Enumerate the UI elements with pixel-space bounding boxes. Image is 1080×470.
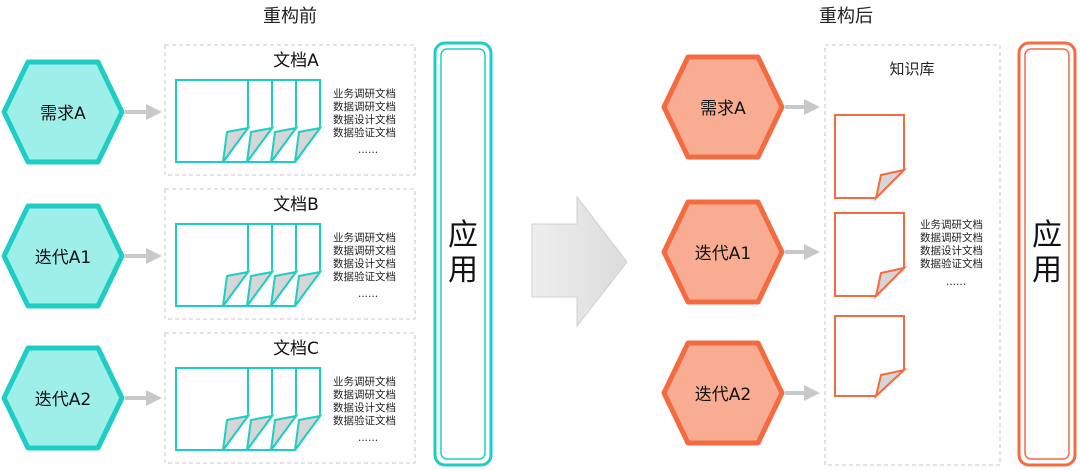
document-list-item: ...... (946, 276, 966, 288)
gray-arrow (785, 385, 820, 401)
requirement-hexagon (1, 203, 125, 309)
application-label: 用 (1032, 253, 1062, 288)
document-stack-icon (175, 223, 323, 307)
document-list-item: 数据验证文档 (333, 414, 396, 427)
document-group-title: 文档B (273, 195, 319, 215)
before-row-1: 需求A 文档A 业务调研文档 数据调研文档 数据设计文档 数据验证文档 ....… (1, 44, 416, 176)
before-row-3: 迭代A2 文档C 业务调研文档 数据调研文档 数据设计文档 数据验证文档 ...… (1, 332, 416, 464)
before-row-2: 迭代A1 文档B 业务调研文档 数据调研文档 数据设计文档 数据验证文档 ...… (1, 188, 416, 320)
after-row-3: 迭代A2 (661, 340, 820, 446)
before-application-bar: 应 用 (433, 41, 493, 467)
document-list-item: 数据调研文档 (920, 231, 983, 244)
requirement-hexagon (661, 199, 785, 305)
document-list-item: ...... (358, 144, 378, 156)
requirement-hexagon (1, 345, 125, 451)
requirement-label: 迭代A1 (695, 244, 751, 264)
document-group-title: 文档C (273, 339, 319, 359)
knowledge-base-box: 知识库 业务调研文档 数据调研文档 数据设计文档 数据验证文档 ...... (824, 44, 1001, 466)
application-label: 应 (448, 218, 478, 253)
requirement-hexagon (661, 340, 785, 446)
transition-arrow (531, 195, 628, 328)
after-row-1: 需求A (661, 54, 820, 160)
document-icon (834, 315, 908, 399)
document-list: 业务调研文档 数据调研文档 数据设计文档 数据验证文档 ...... (333, 87, 396, 156)
document-list-item: 数据设计文档 (333, 401, 396, 414)
document-icon (834, 212, 908, 300)
document-list-item: 数据调研文档 (333, 100, 396, 113)
document-group-box (164, 332, 416, 464)
document-list-item: 业务调研文档 (920, 218, 983, 231)
requirement-hexagon (1, 59, 125, 165)
document-list: 业务调研文档 数据调研文档 数据设计文档 数据验证文档 ...... (333, 231, 396, 300)
application-label: 用 (448, 253, 478, 288)
after-application-bar: 应 用 (1017, 41, 1077, 467)
document-list-item: ...... (358, 288, 378, 300)
document-list-item: 数据验证文档 (333, 270, 396, 283)
document-list-item: 业务调研文档 (333, 375, 396, 388)
document-stack-icon (175, 367, 323, 451)
application-label: 应 (1032, 218, 1062, 253)
requirement-label: 迭代A1 (35, 248, 91, 268)
gray-arrow (785, 244, 820, 260)
requirement-label: 需求A (700, 99, 746, 119)
knowledge-base-title: 知识库 (889, 60, 934, 78)
gray-arrow (125, 104, 162, 120)
requirement-hexagon (661, 54, 785, 160)
document-list-item: 业务调研文档 (333, 87, 396, 100)
requirement-label: 迭代A2 (35, 390, 91, 410)
after-row-2: 迭代A1 (661, 199, 820, 305)
gray-arrow (785, 99, 820, 115)
document-group-box (164, 188, 416, 320)
document-list-item: 数据设计文档 (333, 113, 396, 126)
document-list-item: ...... (358, 432, 378, 444)
document-list-item: 业务调研文档 (333, 231, 396, 244)
document-list-item: 数据设计文档 (920, 244, 983, 257)
document-list-item: 数据设计文档 (333, 257, 396, 270)
gray-arrow (125, 248, 162, 264)
document-list: 业务调研文档 数据调研文档 数据设计文档 数据验证文档 ...... (920, 218, 983, 288)
document-list-item: 数据验证文档 (920, 257, 983, 270)
gray-arrow (125, 390, 162, 406)
document-list-item: 数据调研文档 (333, 388, 396, 401)
requirement-label: 需求A (40, 104, 86, 124)
document-icon (834, 114, 908, 202)
document-list-item: 数据验证文档 (333, 126, 396, 139)
document-stack-icon (175, 79, 323, 163)
document-list-item: 数据调研文档 (333, 244, 396, 257)
before-title: 重构前 (263, 6, 317, 27)
document-list: 业务调研文档 数据调研文档 数据设计文档 数据验证文档 ...... (333, 375, 396, 444)
document-group-box (164, 44, 416, 176)
document-group-title: 文档A (273, 51, 319, 71)
requirement-label: 迭代A2 (695, 385, 751, 405)
after-title: 重构后 (819, 6, 873, 27)
